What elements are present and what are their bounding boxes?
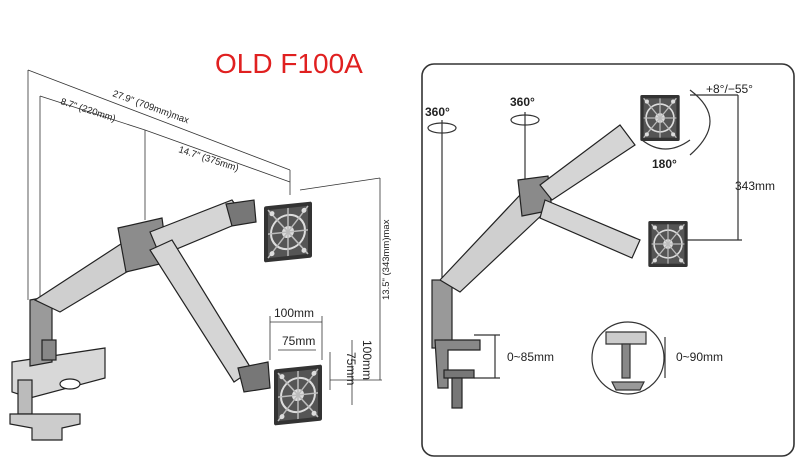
dim-outer-label: 14.7" (375mm) — [177, 144, 240, 174]
height-range-label: 343mm — [735, 179, 775, 193]
vesa-plate-lower — [272, 363, 324, 427]
vesa-plate-right-upper — [639, 94, 681, 142]
vesa-height-100-label: 100mm — [360, 340, 374, 380]
grommet-range-label: 0~90mm — [676, 350, 723, 364]
dim-total-label: 27.9" (709mm)max — [111, 88, 191, 126]
rotation-head-label: 180° — [652, 157, 677, 171]
right-motion-drawing: 360° 360° +8°/−55° 180° 343mm 0~85mm 0~9… — [421, 63, 795, 457]
product-title: OLD F100A — [215, 48, 363, 79]
clamp-range-label: 0~85mm — [507, 350, 554, 364]
vesa-height-75-label: 75mm — [344, 352, 358, 385]
tilt-label: +8°/−55° — [706, 82, 753, 96]
rotation-arm-label: 360° — [510, 95, 535, 109]
vesa-plate-right-lower — [647, 220, 689, 268]
left-dimension-drawing: 27.9" (709mm)max 8.7" (220mm) 14.7" (375… — [9, 69, 392, 441]
vesa-width-100-label: 100mm — [274, 306, 314, 320]
dim-vertical-label: 13.5" (343mm)max — [381, 219, 392, 300]
vesa-plate-upper — [262, 200, 314, 264]
vesa-width-75-label: 75mm — [282, 334, 315, 348]
grommet-inset — [591, 321, 665, 395]
rotation-base-label: 360° — [425, 105, 450, 119]
